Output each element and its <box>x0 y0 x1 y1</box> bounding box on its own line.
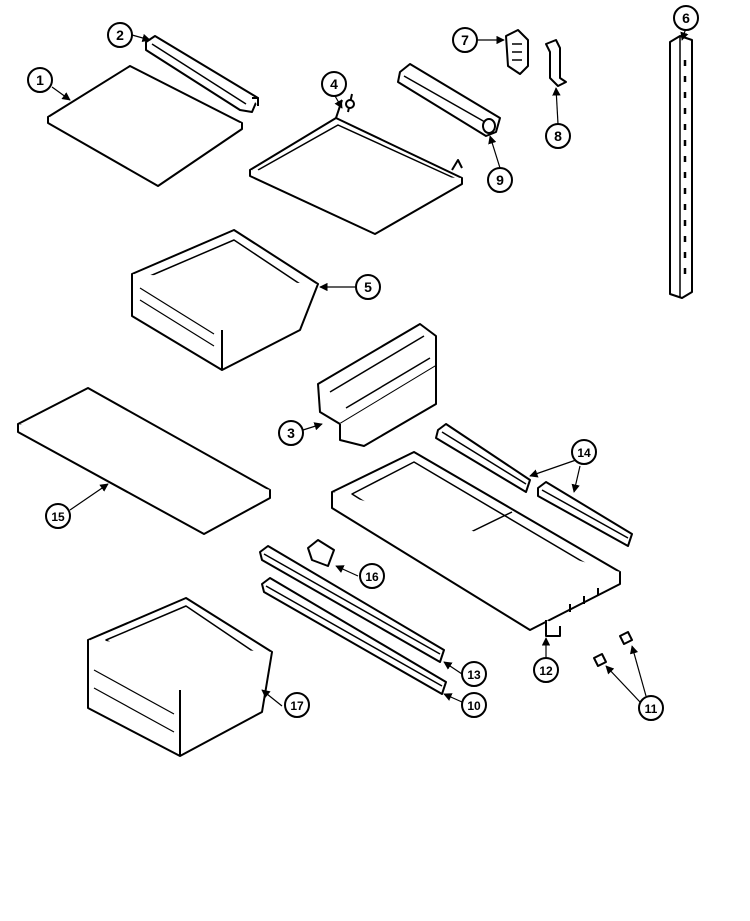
part-7-bracket <box>505 29 529 75</box>
callout-5: 5 <box>355 274 381 300</box>
callout-circle <box>533 657 559 683</box>
callout-17: 17 <box>284 692 310 718</box>
part-11-screws <box>593 631 633 667</box>
part-1-glass-shelf <box>47 65 243 187</box>
callout-label: 16 <box>365 570 379 584</box>
leader-1 <box>51 86 71 101</box>
leader-11a <box>629 645 647 697</box>
part-5-crisper-drawer <box>131 229 319 371</box>
part-13-front-trim <box>259 545 445 663</box>
part-8-hook-clip <box>545 39 567 87</box>
callout-circle <box>107 22 133 48</box>
callout-circle <box>571 439 597 465</box>
callout-circle <box>45 503 71 529</box>
leader-17 <box>261 689 283 707</box>
callout-8: 8 <box>545 123 571 149</box>
callout-circle <box>284 692 310 718</box>
leader-9 <box>488 135 501 169</box>
callout-16: 16 <box>359 563 385 589</box>
part-16-clip <box>307 539 335 567</box>
part-15-large-glass-shelf <box>17 387 271 535</box>
callout-label: 11 <box>645 702 658 716</box>
part-14-side-rail-lower <box>537 481 633 547</box>
part-14-side-rail-upper <box>435 423 531 493</box>
callout-label: 15 <box>51 510 65 524</box>
callout-circle <box>27 67 53 93</box>
leader-15 <box>69 483 109 511</box>
leader-4 <box>334 95 343 109</box>
leader-lines <box>51 27 689 707</box>
callout-label: 5 <box>364 279 372 295</box>
callout-circle <box>321 71 347 97</box>
callout-15: 15 <box>45 503 71 529</box>
callout-circle <box>452 27 478 53</box>
leader-2 <box>131 33 151 43</box>
callout-circle <box>355 274 381 300</box>
callout-6: 6 <box>673 5 699 31</box>
callout-14: 14 <box>571 439 597 465</box>
callout-3: 3 <box>278 420 304 446</box>
part-3-channel-bracket <box>317 323 437 447</box>
part-4-shelf-frame <box>249 93 463 235</box>
callout-label: 9 <box>496 172 504 188</box>
part-6-ladder-rail <box>669 35 693 299</box>
part-2-trim-strip <box>145 35 259 113</box>
callout-label: 2 <box>116 27 124 43</box>
leader-16 <box>335 565 359 577</box>
callout-circle <box>461 692 487 718</box>
leader-14a <box>529 459 577 478</box>
part-10-lower-trim <box>261 577 447 695</box>
part-17-lower-drawer <box>87 597 273 757</box>
callout-9: 9 <box>487 167 513 193</box>
callout-label: 12 <box>539 664 553 678</box>
callout-10: 10 <box>461 692 487 718</box>
callout-label: 1 <box>36 72 44 88</box>
leader-13 <box>443 661 463 675</box>
callout-circle <box>359 563 385 589</box>
callout-circle <box>638 695 664 721</box>
callout-13: 13 <box>461 661 487 687</box>
callout-label: 10 <box>467 699 481 713</box>
callout-label: 3 <box>287 425 295 441</box>
callout-label: 4 <box>330 76 338 92</box>
callout-circle <box>461 661 487 687</box>
callout-12: 12 <box>533 657 559 683</box>
callout-label: 8 <box>554 128 562 144</box>
callout-4: 4 <box>321 71 347 97</box>
leader-11b <box>605 665 641 703</box>
callout-circle <box>487 167 513 193</box>
leader-8 <box>552 87 561 125</box>
callout-circle <box>278 420 304 446</box>
part-12-crisper-cover <box>331 451 621 637</box>
leader-3 <box>302 422 323 431</box>
callout-label: 13 <box>467 668 481 682</box>
callout-label: 6 <box>682 10 690 26</box>
callout-2: 2 <box>107 22 133 48</box>
callout-1: 1 <box>27 67 53 93</box>
callout-11: 11 <box>638 695 664 721</box>
callout-label: 17 <box>290 699 304 713</box>
callout-label: 14 <box>577 446 591 460</box>
callout-circle <box>545 123 571 149</box>
callout-label: 7 <box>461 32 469 48</box>
leader-10 <box>443 693 463 703</box>
callout-7: 7 <box>452 27 478 53</box>
callout-circle <box>673 5 699 31</box>
part-9-shelf-rail <box>397 63 501 137</box>
leader-14b <box>571 465 581 493</box>
